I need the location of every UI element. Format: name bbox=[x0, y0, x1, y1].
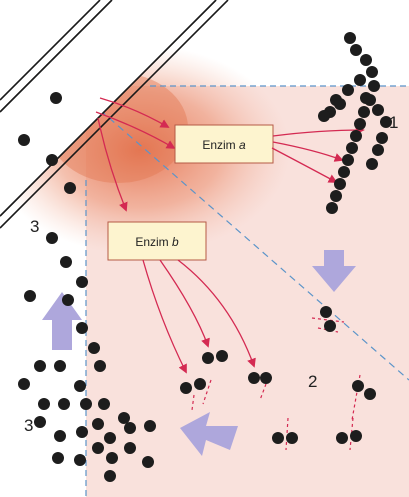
cleaved-particle bbox=[364, 388, 376, 400]
enzyme-b-arrows bbox=[142, 259, 256, 374]
particle bbox=[144, 420, 156, 432]
particle bbox=[74, 380, 86, 392]
cleaved-particle bbox=[272, 432, 284, 444]
particle bbox=[62, 294, 74, 306]
particle bbox=[76, 426, 88, 438]
particle bbox=[54, 430, 66, 442]
particle bbox=[38, 398, 50, 410]
particle bbox=[124, 422, 136, 434]
particle bbox=[350, 44, 362, 56]
particle bbox=[326, 202, 338, 214]
particle bbox=[106, 452, 118, 464]
cleaved-particle bbox=[286, 432, 298, 444]
cleaved-particle bbox=[320, 306, 332, 318]
particle bbox=[74, 454, 86, 466]
particle bbox=[52, 452, 64, 464]
cleaved-particle bbox=[260, 372, 272, 384]
particle bbox=[34, 416, 46, 428]
enzyme-a-letter: a bbox=[239, 138, 246, 152]
cleaved-particle bbox=[352, 380, 364, 392]
particle bbox=[376, 132, 388, 144]
particle bbox=[354, 74, 366, 86]
particle bbox=[76, 276, 88, 288]
purple-arrow-up bbox=[42, 292, 82, 350]
particle bbox=[366, 158, 378, 170]
region-3-bottom-label: 3 bbox=[24, 416, 33, 435]
particle bbox=[60, 256, 72, 268]
particle bbox=[358, 106, 370, 118]
particle bbox=[360, 92, 372, 104]
cleaved-particle bbox=[336, 432, 348, 444]
region-3-top-label: 3 bbox=[30, 217, 39, 236]
particle bbox=[46, 232, 58, 244]
particle bbox=[104, 470, 116, 482]
particle bbox=[372, 144, 384, 156]
particle bbox=[118, 412, 130, 424]
purple-arrow-left bbox=[180, 412, 238, 456]
cleaved-particle bbox=[180, 382, 192, 394]
particle bbox=[18, 134, 30, 146]
particle bbox=[350, 130, 362, 142]
region-1-label: 1 bbox=[389, 113, 398, 132]
enzyme-release-arrows bbox=[95, 97, 176, 212]
particle bbox=[64, 182, 76, 194]
enzyme-b-box: Enzim b bbox=[107, 221, 207, 261]
particle bbox=[92, 418, 104, 430]
cleaved-particle bbox=[216, 350, 228, 362]
particle bbox=[344, 32, 356, 44]
flow-arrows bbox=[42, 250, 356, 456]
particle bbox=[346, 142, 358, 154]
particle bbox=[342, 84, 354, 96]
particle bbox=[92, 442, 104, 454]
cleaved-particle bbox=[194, 378, 206, 390]
particle bbox=[46, 154, 58, 166]
particle bbox=[372, 104, 384, 116]
particle bbox=[24, 290, 36, 302]
particle bbox=[318, 110, 330, 122]
particle bbox=[94, 360, 106, 372]
region-2-label: 2 bbox=[308, 372, 317, 391]
particle bbox=[50, 92, 62, 104]
diagonal-dashed-boundary bbox=[99, 109, 409, 381]
particles bbox=[18, 32, 392, 482]
particle bbox=[334, 178, 346, 190]
cleaved-particle bbox=[324, 320, 336, 332]
enzyme-b-letter: b bbox=[172, 235, 179, 249]
particle bbox=[88, 342, 100, 354]
cleaved-particle bbox=[248, 372, 260, 384]
particle bbox=[58, 398, 70, 410]
enzyme-a-box: Enzim a bbox=[174, 124, 274, 164]
particle bbox=[80, 398, 92, 410]
particle bbox=[330, 190, 342, 202]
purple-arrow-down bbox=[312, 250, 356, 292]
particle bbox=[76, 322, 88, 334]
svg-text:Enzim b: Enzim b bbox=[135, 235, 179, 249]
particle bbox=[18, 378, 30, 390]
particle bbox=[142, 456, 154, 468]
particle bbox=[124, 442, 136, 454]
cleaved-particle bbox=[350, 430, 362, 442]
particle bbox=[98, 398, 110, 410]
particle bbox=[354, 118, 366, 130]
particle bbox=[104, 432, 116, 444]
particle bbox=[338, 166, 350, 178]
particle bbox=[54, 360, 66, 372]
svg-text:Enzim a: Enzim a bbox=[202, 138, 246, 152]
cleaved-particle bbox=[202, 352, 214, 364]
particle bbox=[380, 116, 392, 128]
particle bbox=[34, 360, 46, 372]
particle bbox=[366, 66, 378, 78]
enzyme-b-prefix: Enzim bbox=[135, 235, 172, 249]
particle bbox=[368, 80, 380, 92]
enzyme-a-prefix: Enzim bbox=[202, 138, 239, 152]
particle bbox=[360, 54, 372, 66]
enzyme-a-arrows bbox=[271, 125, 365, 183]
particle bbox=[342, 154, 354, 166]
particle bbox=[334, 98, 346, 110]
